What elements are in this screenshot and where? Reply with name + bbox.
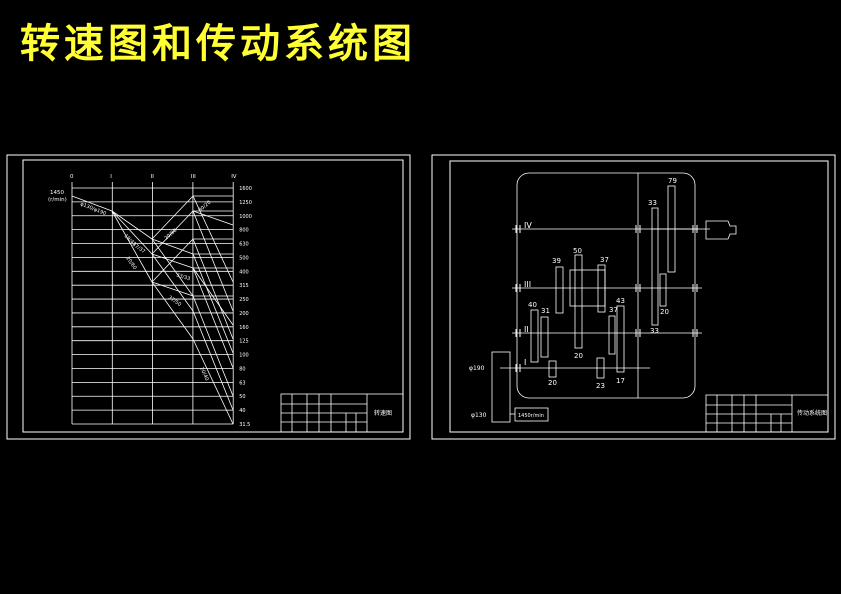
speed-label: 63	[239, 380, 245, 386]
sheet-inner-frame	[449, 160, 829, 433]
gear-label: 43	[616, 297, 625, 305]
speed-label: 800	[239, 228, 249, 234]
speed-label: 31.5	[239, 422, 250, 428]
gear-label: 20	[548, 379, 557, 387]
speed-label: 100	[239, 353, 249, 359]
shaft-label: II	[151, 174, 155, 180]
page-title: 转速图和传动系统图	[20, 20, 416, 67]
shaft-label: IV	[231, 174, 237, 180]
gear-label: 37	[600, 256, 609, 264]
motor	[514, 407, 549, 422]
gear-label: 50	[573, 247, 582, 255]
shaft-label: I	[524, 358, 526, 367]
shaft-label: I	[110, 174, 112, 180]
motor-label: 1450r/min	[518, 413, 544, 419]
gear-label: 31	[541, 307, 550, 315]
input-speed-value: 1450	[50, 190, 64, 196]
gearbox-housing	[516, 172, 696, 399]
speed-title-block-label: 转速图	[374, 409, 392, 417]
shaft-label: III	[191, 174, 196, 180]
transmission-shaft-labels: IV III II I	[524, 221, 532, 367]
gear-label: 20	[660, 308, 669, 316]
shaft-label: IV	[524, 221, 532, 230]
gear-label: 23	[596, 382, 605, 390]
speed-label: 315	[239, 283, 249, 289]
speed-label: 400	[239, 269, 249, 275]
speed-title-block	[280, 393, 404, 433]
speed-label: 250	[239, 297, 249, 303]
gear-label: 17	[616, 377, 625, 385]
shaft-label: III	[524, 280, 531, 289]
speed-input-label: 1450 (r/min)	[48, 190, 67, 203]
speed-label: 80	[239, 366, 245, 372]
speed-diagram-lines	[71, 195, 234, 425]
gear-label: 79	[668, 177, 677, 185]
pulley-label: φ190	[469, 365, 485, 372]
gear-label: 33	[650, 327, 659, 335]
gear-label: 33	[648, 199, 657, 207]
ratio-label: 20/40	[198, 366, 210, 382]
spindle-chuck	[705, 220, 737, 240]
speed-diagram-grid	[71, 182, 234, 425]
gear-label: 40	[528, 301, 537, 309]
transmission-diagram-sheet	[431, 154, 836, 440]
ratio-label: 20/60	[124, 256, 137, 271]
pulley	[491, 351, 511, 423]
gear-label: 20	[574, 352, 583, 360]
gear-tooth-labels: 79 33 39 50 37 43 37 40 31 20 20 23 17 2…	[528, 177, 677, 390]
shaft-label: II	[524, 325, 529, 334]
gear-label: 37	[609, 306, 618, 314]
shaft-label: 0	[70, 174, 74, 180]
pulley-and-motor	[491, 220, 737, 423]
speed-label: 630	[239, 242, 249, 248]
speed-diagram-sheet	[6, 154, 411, 440]
speed-label: 40	[239, 408, 245, 414]
sheet-outer-frame	[431, 154, 836, 440]
sheet-inner-frame	[22, 159, 404, 433]
speed-label: 500	[239, 255, 249, 261]
ratio-label: 33/33	[175, 272, 191, 282]
transmission-title-block	[705, 394, 829, 433]
pulley-labels: φ190 φ130 1450r/min	[469, 365, 544, 419]
speed-label: 160	[239, 325, 249, 331]
input-speed-unit: (r/min)	[48, 197, 67, 203]
pulley-label: φ130	[471, 412, 487, 419]
speed-label: 1000	[239, 214, 252, 220]
gears	[530, 185, 676, 379]
shafts	[500, 173, 710, 398]
speed-label: 50	[239, 394, 245, 400]
sheet-outer-frame	[6, 154, 411, 440]
transmission-title-block-label: 传动系统图	[797, 409, 827, 417]
speed-label: 200	[239, 311, 249, 317]
speed-label: 1600	[239, 186, 252, 192]
bearing-marks	[515, 225, 698, 372]
speed-label: 1250	[239, 200, 252, 206]
gear-label: 39	[552, 257, 561, 265]
speed-label: 125	[239, 339, 249, 345]
